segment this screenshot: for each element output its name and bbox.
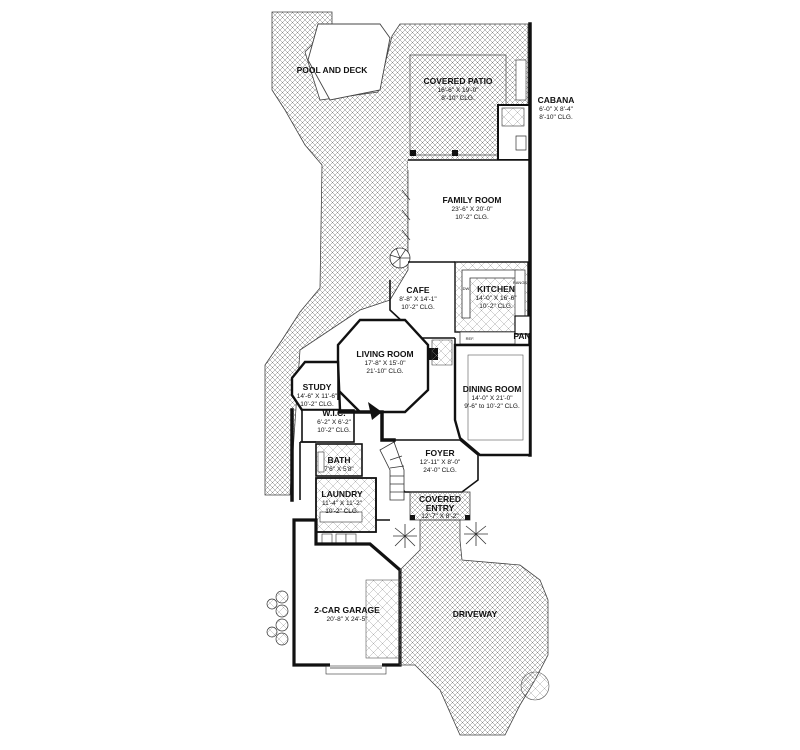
driveway-planter [520, 671, 550, 701]
cabana-label: CABANA [538, 95, 575, 105]
laundry-box [315, 477, 377, 533]
palm-tree-icon [464, 522, 488, 546]
family-label: FAMILY ROOM [442, 195, 501, 205]
entry-label: COVERED [419, 494, 461, 504]
garage-label: 2-CAR GARAGE [314, 605, 380, 615]
laundry-label: LAUNDRY [321, 489, 363, 499]
laundry-counter [319, 511, 363, 523]
bath-dims: 7'6" X 5'8" [324, 466, 354, 473]
living-dims: 17'-8" X 15'-0" [364, 360, 406, 367]
dining-label: DINING ROOM [463, 384, 522, 394]
laundry-clg: 10'-2" CLG. [325, 508, 359, 515]
wic-label: W.I.C. [322, 408, 345, 418]
driveway [399, 519, 549, 736]
foyer-stair [379, 441, 405, 501]
living-label: LIVING ROOM [356, 349, 413, 359]
kitchen-label: KITCHEN [477, 284, 515, 294]
dining-table-area [467, 354, 524, 441]
family-room-floor [408, 160, 530, 260]
family-dims: 23'-6" X 20'-0" [451, 206, 493, 213]
foyer-dims: 12'-11" X 8'-0" [420, 459, 461, 466]
cafe-clg: 10'-2" CLG. [401, 304, 435, 311]
patio-post [410, 150, 416, 156]
driveway-label: DRIVEWAY [453, 609, 498, 619]
dining-dims: 14'-0" X 21'-0" [471, 395, 513, 402]
bath-label: BATH [328, 455, 351, 465]
patio-clg: 8'-10" CLG. [441, 95, 475, 102]
cabana-wc [515, 135, 527, 151]
study-label: STUDY [303, 382, 332, 392]
cafe-label: CAFE [406, 285, 429, 295]
entry-column [410, 515, 415, 520]
wic-clg: 10'-2" CLG. [317, 427, 351, 434]
entry-column [465, 515, 470, 520]
dw-label: DW [463, 286, 470, 291]
cafe-dims: 8'-8" X 14'-1" [399, 296, 437, 303]
cabana-dims: 6'-0" X 8'-4" [539, 106, 574, 113]
cabana-bar [515, 59, 527, 101]
patio-dims: 16'-6" X 19'-0" [437, 87, 479, 94]
range-label: RANGE [513, 280, 528, 285]
kitchen-dims: 14'-0" X 16'-6" [475, 295, 517, 302]
pool-outline [307, 23, 391, 101]
cabana-clg: 8'-10" CLG. [539, 114, 573, 121]
garage-stoop [325, 665, 387, 675]
pantry [514, 315, 531, 335]
entry-label-2: ENTRY [426, 503, 455, 513]
gallery-hall [431, 339, 453, 366]
cabana-shower [501, 107, 525, 127]
living-clg: 21'-10" CLG. [366, 368, 403, 375]
garage-storage [365, 579, 401, 659]
palm-tree-icon [393, 524, 417, 548]
wic-dims: 6'-2" X 6'-2" [317, 419, 352, 426]
patio-area [409, 54, 507, 156]
dining-clg: 9'-6" to 10'-2" CLG. [464, 403, 520, 410]
foyer-clg: 24'-0" CLG. [423, 467, 457, 474]
bath-vanity [317, 451, 325, 473]
study-dims: 14'-6" X 11'-6" [297, 393, 338, 400]
entry-dims: 12'-7" X 8'-2" [421, 513, 459, 520]
patio-label: COVERED PATIO [423, 76, 492, 86]
laundry-dims: 11'-4" X 11'-2" [322, 500, 363, 507]
foyer-label: FOYER [425, 448, 454, 458]
family-clg: 10'-2" CLG. [455, 214, 489, 221]
kitchen-clg: 10'-2" CLG. [479, 303, 513, 310]
patio-post [452, 150, 458, 156]
garage-dims: 20'-8" X 24'-5" [326, 616, 368, 623]
study-clg: 10'-2" CLG. [300, 401, 334, 408]
covered-entry [409, 491, 471, 521]
ref-label: REF. [466, 336, 475, 341]
pool-label: POOL AND DECK [297, 65, 369, 75]
garage-hedges [266, 590, 289, 646]
pan-label: PAN [513, 331, 530, 341]
wic-box [301, 409, 355, 443]
